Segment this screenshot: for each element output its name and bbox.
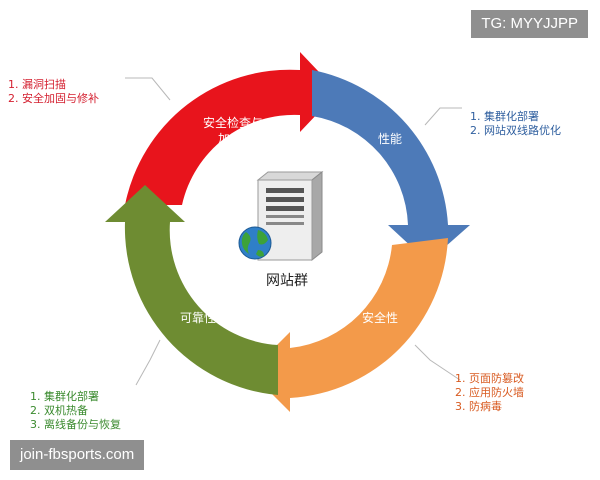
list-item: 1. 漏洞扫描 (8, 78, 66, 91)
list-item: 3. 离线备份与恢复 (30, 418, 121, 431)
list-reliability: 1. 集群化部署 2. 双机热备 3. 离线备份与恢复 (30, 390, 121, 432)
list-security-check: 1. 漏洞扫描 2. 安全加固与修补 (8, 78, 99, 106)
connector-performance (424, 107, 462, 126)
globe-icon (238, 226, 272, 260)
segment-security-check (125, 52, 338, 205)
list-item: 2. 网站双线路优化 (470, 124, 561, 137)
server-icon (256, 170, 324, 262)
connector-security-check (125, 77, 171, 101)
segment-reliability (105, 185, 278, 395)
connector-security (414, 344, 461, 381)
list-item: 2. 应用防火墙 (455, 386, 524, 399)
list-item: 1. 集群化部署 (470, 110, 539, 123)
label-security-check-line2: 加固 (218, 132, 242, 146)
center-label: 网站群 (266, 273, 308, 289)
list-item: 2. 双机热备 (30, 404, 88, 417)
label-reliability: 可靠性 (180, 311, 216, 325)
list-item: 3. 防病毒 (455, 400, 502, 413)
list-item: 1. 页面防篡改 (455, 372, 524, 385)
connector-reliability (135, 339, 161, 386)
segment-performance (312, 70, 470, 262)
segment-security (250, 238, 448, 412)
list-item: 1. 集群化部署 (30, 390, 99, 403)
list-item: 2. 安全加固与修补 (8, 92, 99, 105)
label-performance: 性能 (378, 132, 402, 146)
list-performance: 1. 集群化部署 2. 网站双线路优化 (470, 110, 561, 138)
list-security: 1. 页面防篡改 2. 应用防火墙 3. 防病毒 (455, 372, 524, 414)
watermark-badge-top: TG: MYYJJPP (471, 10, 588, 38)
watermark-badge-bottom: join-fbsports.com (10, 440, 145, 470)
label-security: 安全性 (362, 310, 398, 325)
label-security-check-line1: 安全检查与 (203, 115, 263, 130)
